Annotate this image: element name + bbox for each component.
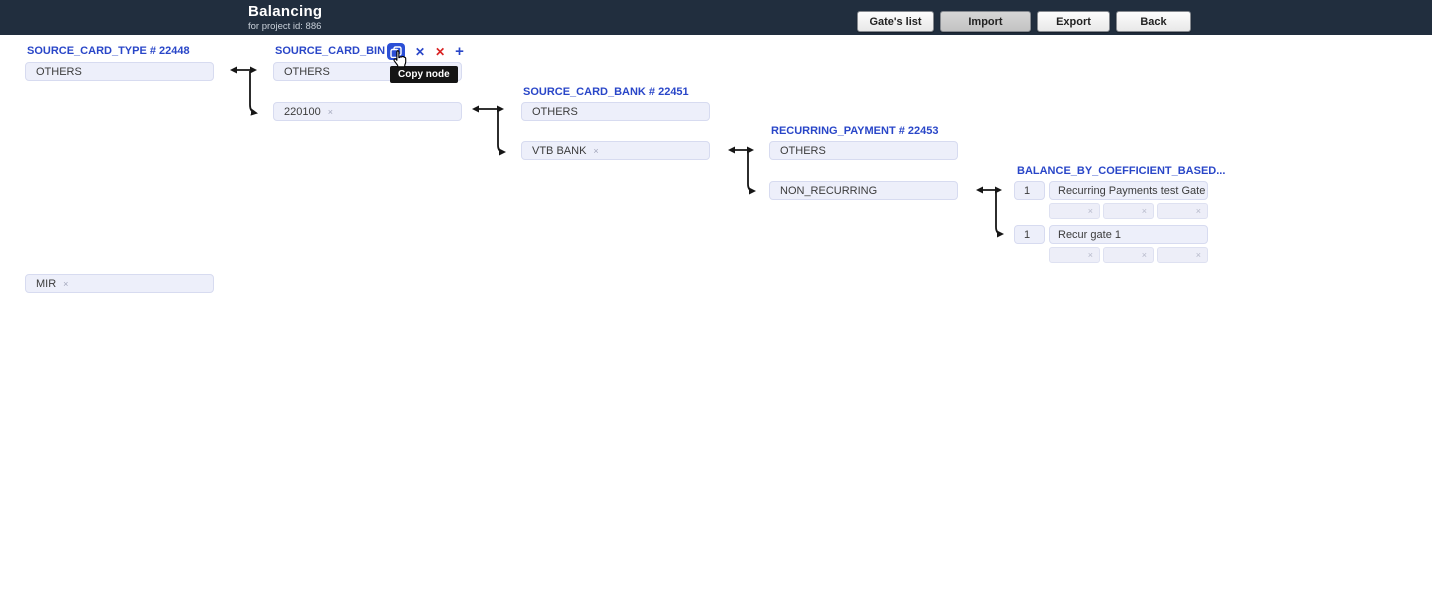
hand-cursor-icon: [391, 49, 408, 74]
coefficient-input[interactable]: 1: [1014, 225, 1045, 244]
value-label: OTHERS: [780, 144, 826, 157]
copy-node-tooltip: Copy node: [390, 66, 458, 83]
remove-icon[interactable]: ×: [1087, 206, 1093, 216]
gate-slot[interactable]: ×: [1049, 247, 1100, 263]
value-box-card-type-mir[interactable]: MIR ×: [25, 274, 214, 293]
remove-icon[interactable]: ×: [1141, 250, 1147, 260]
back-button[interactable]: Back: [1116, 11, 1191, 32]
gate-name: Recurring Payments test Gate: [1058, 184, 1206, 197]
coefficient-value: 1: [1024, 184, 1031, 197]
gate-slot-row: × × ×: [1049, 247, 1208, 263]
project-id-subtitle: for project id: 886: [248, 21, 322, 32]
gate-name: Recur gate 1: [1058, 228, 1121, 241]
gate-slot[interactable]: ×: [1103, 203, 1154, 219]
gate-slot[interactable]: ×: [1049, 203, 1100, 219]
gate-slot-row: × × ×: [1049, 203, 1208, 219]
remove-icon[interactable]: ×: [327, 106, 333, 117]
coefficient-input[interactable]: 1: [1014, 181, 1045, 200]
export-button[interactable]: Export: [1037, 11, 1110, 32]
node-title-source-card-bank: SOURCE_CARD_BANK # 22451: [523, 86, 689, 98]
value-label: VTB BANK: [532, 144, 587, 157]
value-box-card-bank-vtb[interactable]: VTB BANK ×: [521, 141, 710, 160]
value-box-recurring-others[interactable]: OTHERS: [769, 141, 958, 160]
gate-name-box[interactable]: Recurring Payments test Gate: [1049, 181, 1208, 200]
value-label: OTHERS: [532, 105, 578, 118]
remove-icon[interactable]: ×: [593, 145, 599, 156]
gate-name-box[interactable]: Recur gate 1: [1049, 225, 1208, 244]
gate-slot[interactable]: ×: [1157, 203, 1208, 219]
value-box-card-bin-220100[interactable]: 220100 ×: [273, 102, 462, 121]
toolbar-buttons: Gate's list Import Export Back: [857, 11, 1191, 32]
add-node-icon[interactable]: +: [455, 42, 464, 60]
value-label: OTHERS: [36, 65, 82, 78]
remove-icon[interactable]: ×: [63, 278, 69, 289]
gate-slot[interactable]: ×: [1103, 247, 1154, 263]
coefficient-value: 1: [1024, 228, 1031, 241]
node-title-balance-by-coefficient: BALANCE_BY_COEFFICIENT_BASED...: [1017, 165, 1226, 177]
remove-icon[interactable]: ×: [1195, 206, 1201, 216]
node-title-source-card-bin: SOURCE_CARD_BIN ...: [275, 45, 398, 57]
gate-slot[interactable]: ×: [1157, 247, 1208, 263]
value-label: 220100: [284, 105, 321, 118]
value-box-card-type-others[interactable]: OTHERS: [25, 62, 214, 81]
remove-icon[interactable]: ×: [1087, 250, 1093, 260]
gates-list-button[interactable]: Gate's list: [857, 11, 934, 32]
delete-node-icon[interactable]: ✕: [435, 44, 446, 59]
value-label: MIR: [36, 277, 57, 290]
top-bar: Balancing for project id: 886 Gate's lis…: [0, 0, 1432, 35]
app-brand: Balancing for project id: 886: [248, 3, 323, 33]
node-title-recurring-payment: RECURRING_PAYMENT # 22453: [771, 125, 939, 137]
value-label: OTHERS: [284, 65, 330, 78]
remove-icon[interactable]: ×: [1141, 206, 1147, 216]
value-box-card-bank-others[interactable]: OTHERS: [521, 102, 710, 121]
page-title: Balancing: [248, 3, 323, 20]
value-label: NON_RECURRING: [780, 184, 878, 197]
value-box-non-recurring[interactable]: NON_RECURRING: [769, 181, 958, 200]
node-title-source-card-type: SOURCE_CARD_TYPE # 22448: [27, 45, 190, 57]
remove-icon[interactable]: ×: [1195, 250, 1201, 260]
clear-node-icon[interactable]: ✕: [415, 44, 426, 59]
import-button[interactable]: Import: [940, 11, 1031, 32]
